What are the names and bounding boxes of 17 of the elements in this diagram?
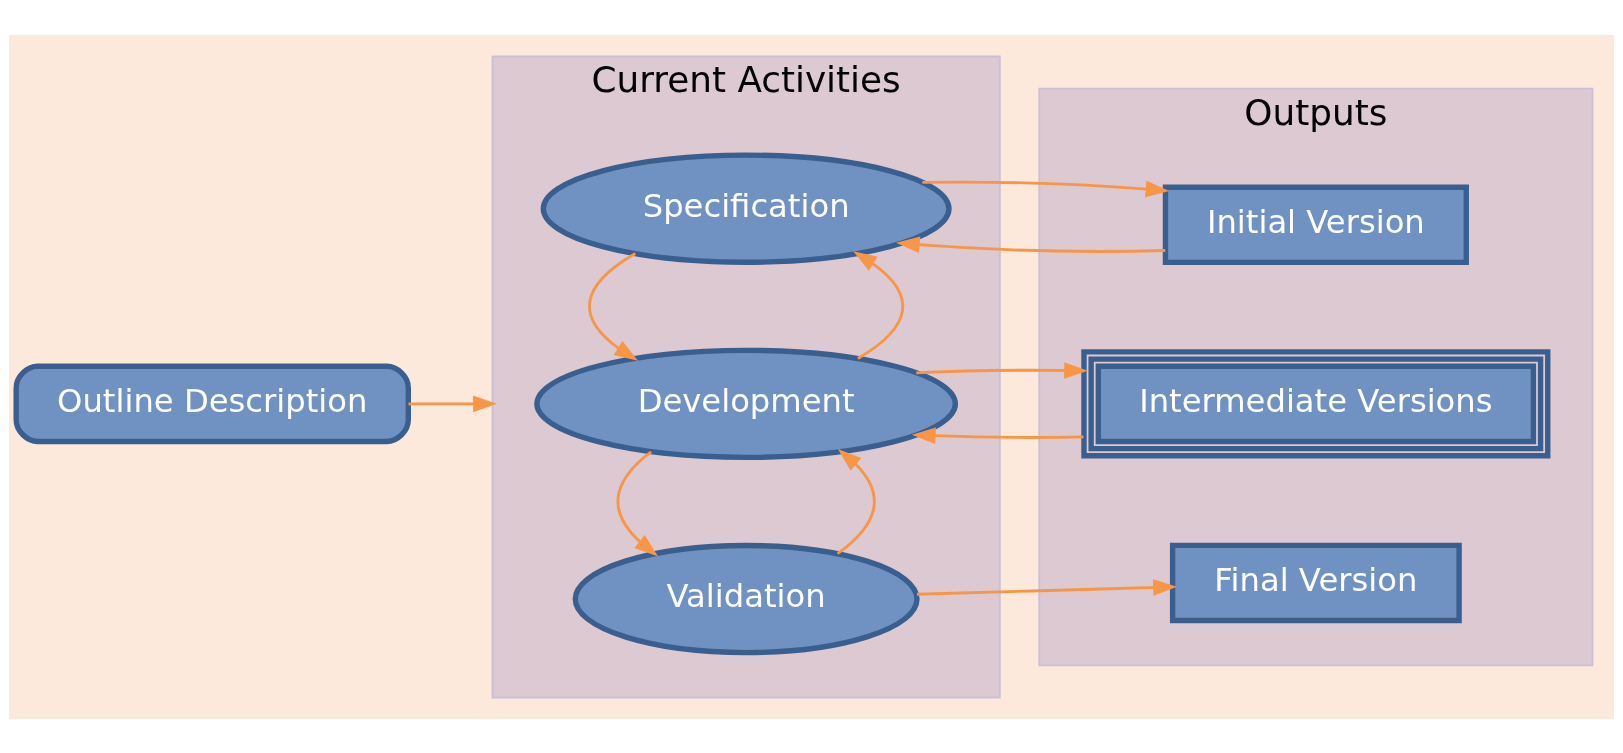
node-ellipse: Development (534, 347, 959, 460)
arrow (853, 250, 905, 360)
node-box: Intermediate Versions (1081, 348, 1551, 458)
arrow (836, 448, 876, 555)
arrow (588, 251, 638, 361)
arrow (922, 180, 1170, 197)
node-box: Initial Version (1162, 184, 1469, 265)
node-box: Final Version (1169, 542, 1462, 623)
node-box: Outline Description (13, 363, 411, 444)
arrow (896, 235, 1166, 253)
node-ellipse: Specification (540, 151, 952, 265)
node-ellipse: Validation (572, 542, 920, 655)
arrow (917, 578, 1177, 596)
arrow (408, 395, 497, 412)
arrow (911, 426, 1084, 444)
arrow (616, 450, 659, 556)
arrow (916, 361, 1088, 379)
